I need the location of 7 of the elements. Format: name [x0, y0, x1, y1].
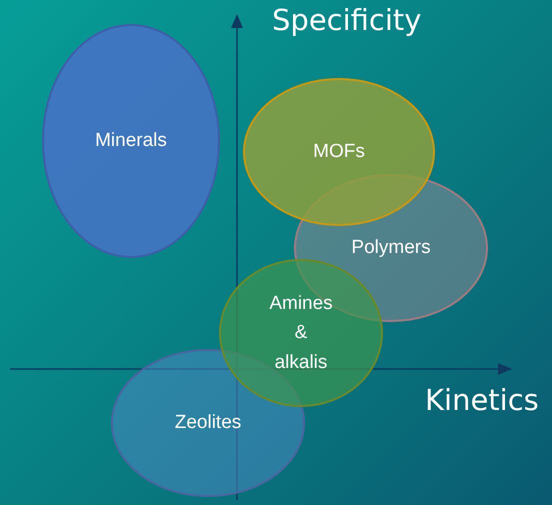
axis-label: Specificity	[272, 3, 422, 37]
ellipse-label: Polymers	[350, 236, 432, 260]
ellipse-label: Minerals	[94, 129, 168, 154]
ellipse-label: Zeolites	[174, 411, 242, 436]
ellipse-label: Amines & alkalis	[268, 292, 334, 375]
ellipse-label: MOFs	[312, 140, 366, 164]
axis-label: Kinetics	[425, 383, 539, 417]
